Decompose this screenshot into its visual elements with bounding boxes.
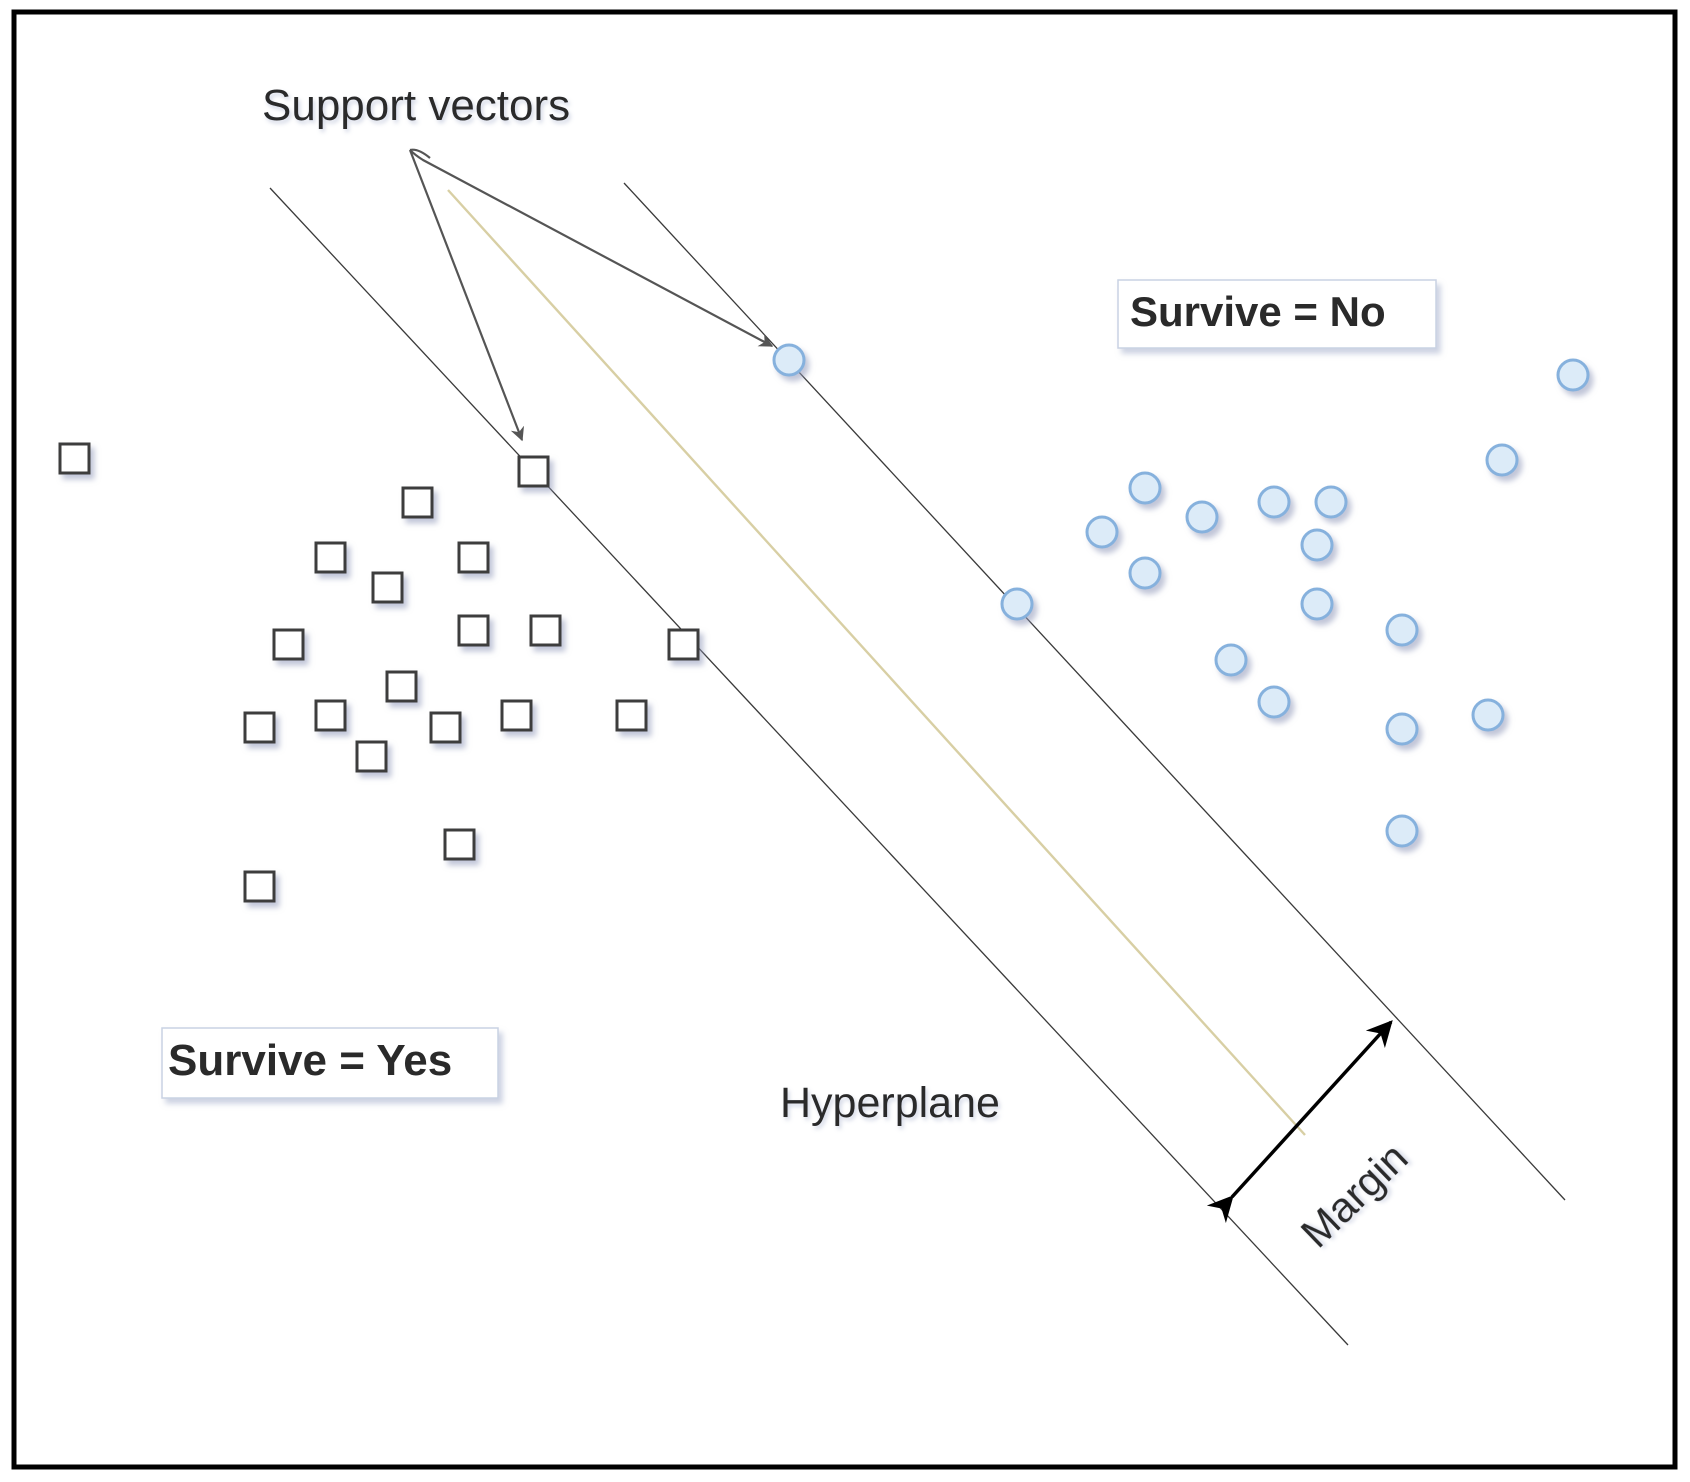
- circle-point: [1257, 685, 1291, 719]
- support-vector-pointer-square: [408, 149, 524, 442]
- circle-point: [1485, 443, 1519, 477]
- square-point-support-vector: [667, 628, 700, 661]
- margin-line-lower: [269, 187, 1349, 1346]
- circle-point: [1214, 643, 1248, 677]
- circle-point: [1085, 515, 1119, 549]
- class-no-label: Survive = No: [1117, 279, 1437, 349]
- square-point: [457, 614, 490, 647]
- square-point: [615, 699, 648, 732]
- circle-point: [1300, 587, 1334, 621]
- square-point: [429, 711, 462, 744]
- square-point: [457, 541, 490, 574]
- class-yes-points: [58, 442, 700, 903]
- square-point-support-vector: [517, 455, 550, 488]
- support-vectors-label: Support vectors: [262, 81, 570, 130]
- circle-point: [1471, 698, 1505, 732]
- circle-point: [1300, 528, 1334, 562]
- circle-point-support-vector: [1000, 587, 1034, 621]
- class-yes-label-text: Survive = Yes: [168, 1036, 452, 1085]
- class-yes-label-box: [161, 1027, 499, 1099]
- square-point: [314, 699, 347, 732]
- class-no-label-text: Survive = No: [1130, 288, 1386, 335]
- hyperplane-line: [447, 189, 1306, 1136]
- square-point: [529, 614, 562, 647]
- square-point: [443, 828, 476, 861]
- margin-arrow: [1206, 1020, 1393, 1224]
- hyperplane-label: Hyperplane: [780, 1079, 1000, 1127]
- square-point: [314, 541, 347, 574]
- square-point: [401, 486, 434, 519]
- circle-point: [1128, 471, 1162, 505]
- square-point: [58, 442, 91, 475]
- circle-point-support-vector: [772, 343, 806, 377]
- square-point: [500, 699, 533, 732]
- circle-point: [1385, 814, 1419, 848]
- square-point: [243, 870, 276, 903]
- circle-point: [1385, 712, 1419, 746]
- circle-point: [1257, 485, 1291, 519]
- square-point: [355, 740, 388, 773]
- square-point: [385, 670, 418, 703]
- class-yes-label: Survive = Yes: [161, 1027, 499, 1099]
- circle-point: [1128, 556, 1162, 590]
- class-no-label-box: [1117, 279, 1437, 349]
- square-point: [371, 571, 404, 604]
- circle-point: [1185, 500, 1219, 534]
- circle-point: [1556, 358, 1590, 392]
- circle-point: [1314, 485, 1348, 519]
- square-point: [272, 628, 305, 661]
- support-vector-pointer-circle: [409, 149, 774, 347]
- square-point: [243, 711, 276, 744]
- class-no-points: [772, 343, 1590, 848]
- circle-point: [1385, 613, 1419, 647]
- support-vector-pointer-join: [409, 148, 431, 159]
